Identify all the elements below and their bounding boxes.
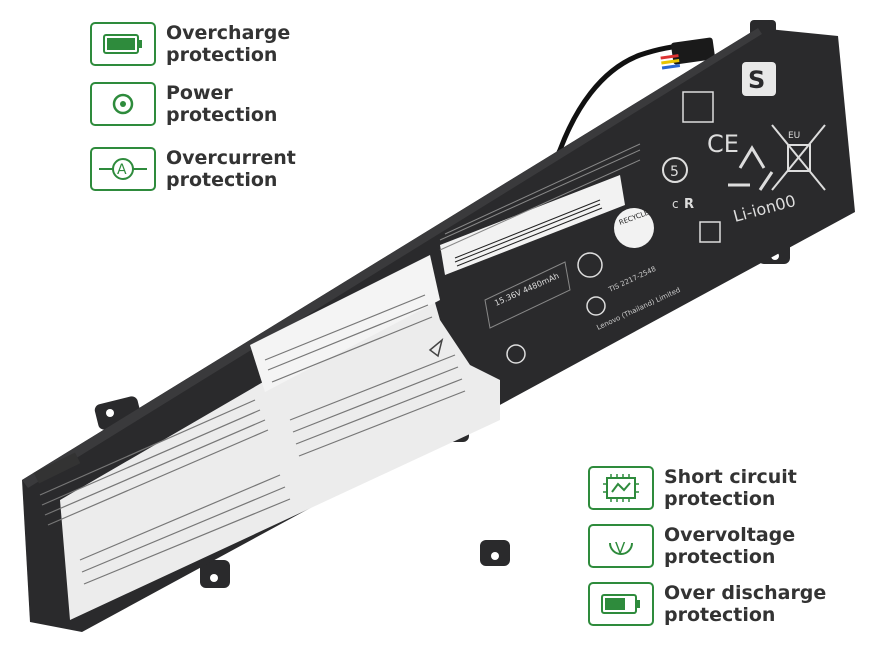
feature-title: Overcurrent [166,147,296,169]
feature-overcurrent: A Overcurrent protection [90,147,296,191]
feature-icon-box: V [588,524,654,568]
feature-title: Over discharge [664,582,827,604]
feature-icon-box [588,466,654,510]
svg-text:V: V [615,539,626,557]
circuit-board-icon [603,474,639,502]
svg-text:R: R [684,197,694,212]
feature-over-discharge: Over discharge protection [588,582,826,626]
feature-overvoltage: V Overvoltage protection [588,524,795,568]
feature-subtitle: protection [664,488,776,510]
feature-label: Power protection [166,82,277,126]
feature-power: Power protection [90,82,277,126]
feature-title: Short circuit [664,466,797,488]
feature-label: Over discharge protection [664,582,826,626]
eu-text: EU [788,131,800,141]
feature-subtitle: protection [166,104,278,126]
crossed-bin-icon [771,124,826,191]
feature-icon-box [90,22,156,66]
recycle-symbol-icon [728,145,774,191]
voltmeter-icon: V [609,539,633,557]
ammeter-icon: A [99,158,147,180]
svg-text:c: c [672,197,679,211]
feature-label: Overcharge protection [166,22,290,66]
feature-title: Power [166,82,233,104]
barcode-sticker [440,175,625,275]
feature-overcharge: Overcharge protection [90,22,290,66]
feature-title: Overcharge [166,22,291,44]
feature-subtitle: protection [664,604,776,626]
feature-icon-box [90,82,156,126]
feature-label: Overvoltage protection [664,524,795,568]
feature-label: Overcurrent protection [166,147,296,191]
feature-subtitle: protection [166,44,278,66]
feature-icon-box [588,582,654,626]
battery-low-icon [601,594,640,614]
ce-mark: CE [707,130,739,158]
feature-icon-box: A [90,147,156,191]
svg-text:5: 5 [670,164,679,180]
feature-label: Short circuit protection [664,466,797,510]
feature-subtitle: protection [166,169,278,191]
battery-connector [660,37,715,70]
battery-full-icon [103,34,142,54]
feature-short-circuit: Short circuit protection [588,466,797,510]
feature-subtitle: protection [664,546,776,568]
power-icon [112,93,134,115]
svg-text:S: S [748,66,765,94]
svg-text:A: A [117,162,127,178]
spec-sticker [60,285,500,620]
feature-title: Overvoltage [664,524,796,546]
